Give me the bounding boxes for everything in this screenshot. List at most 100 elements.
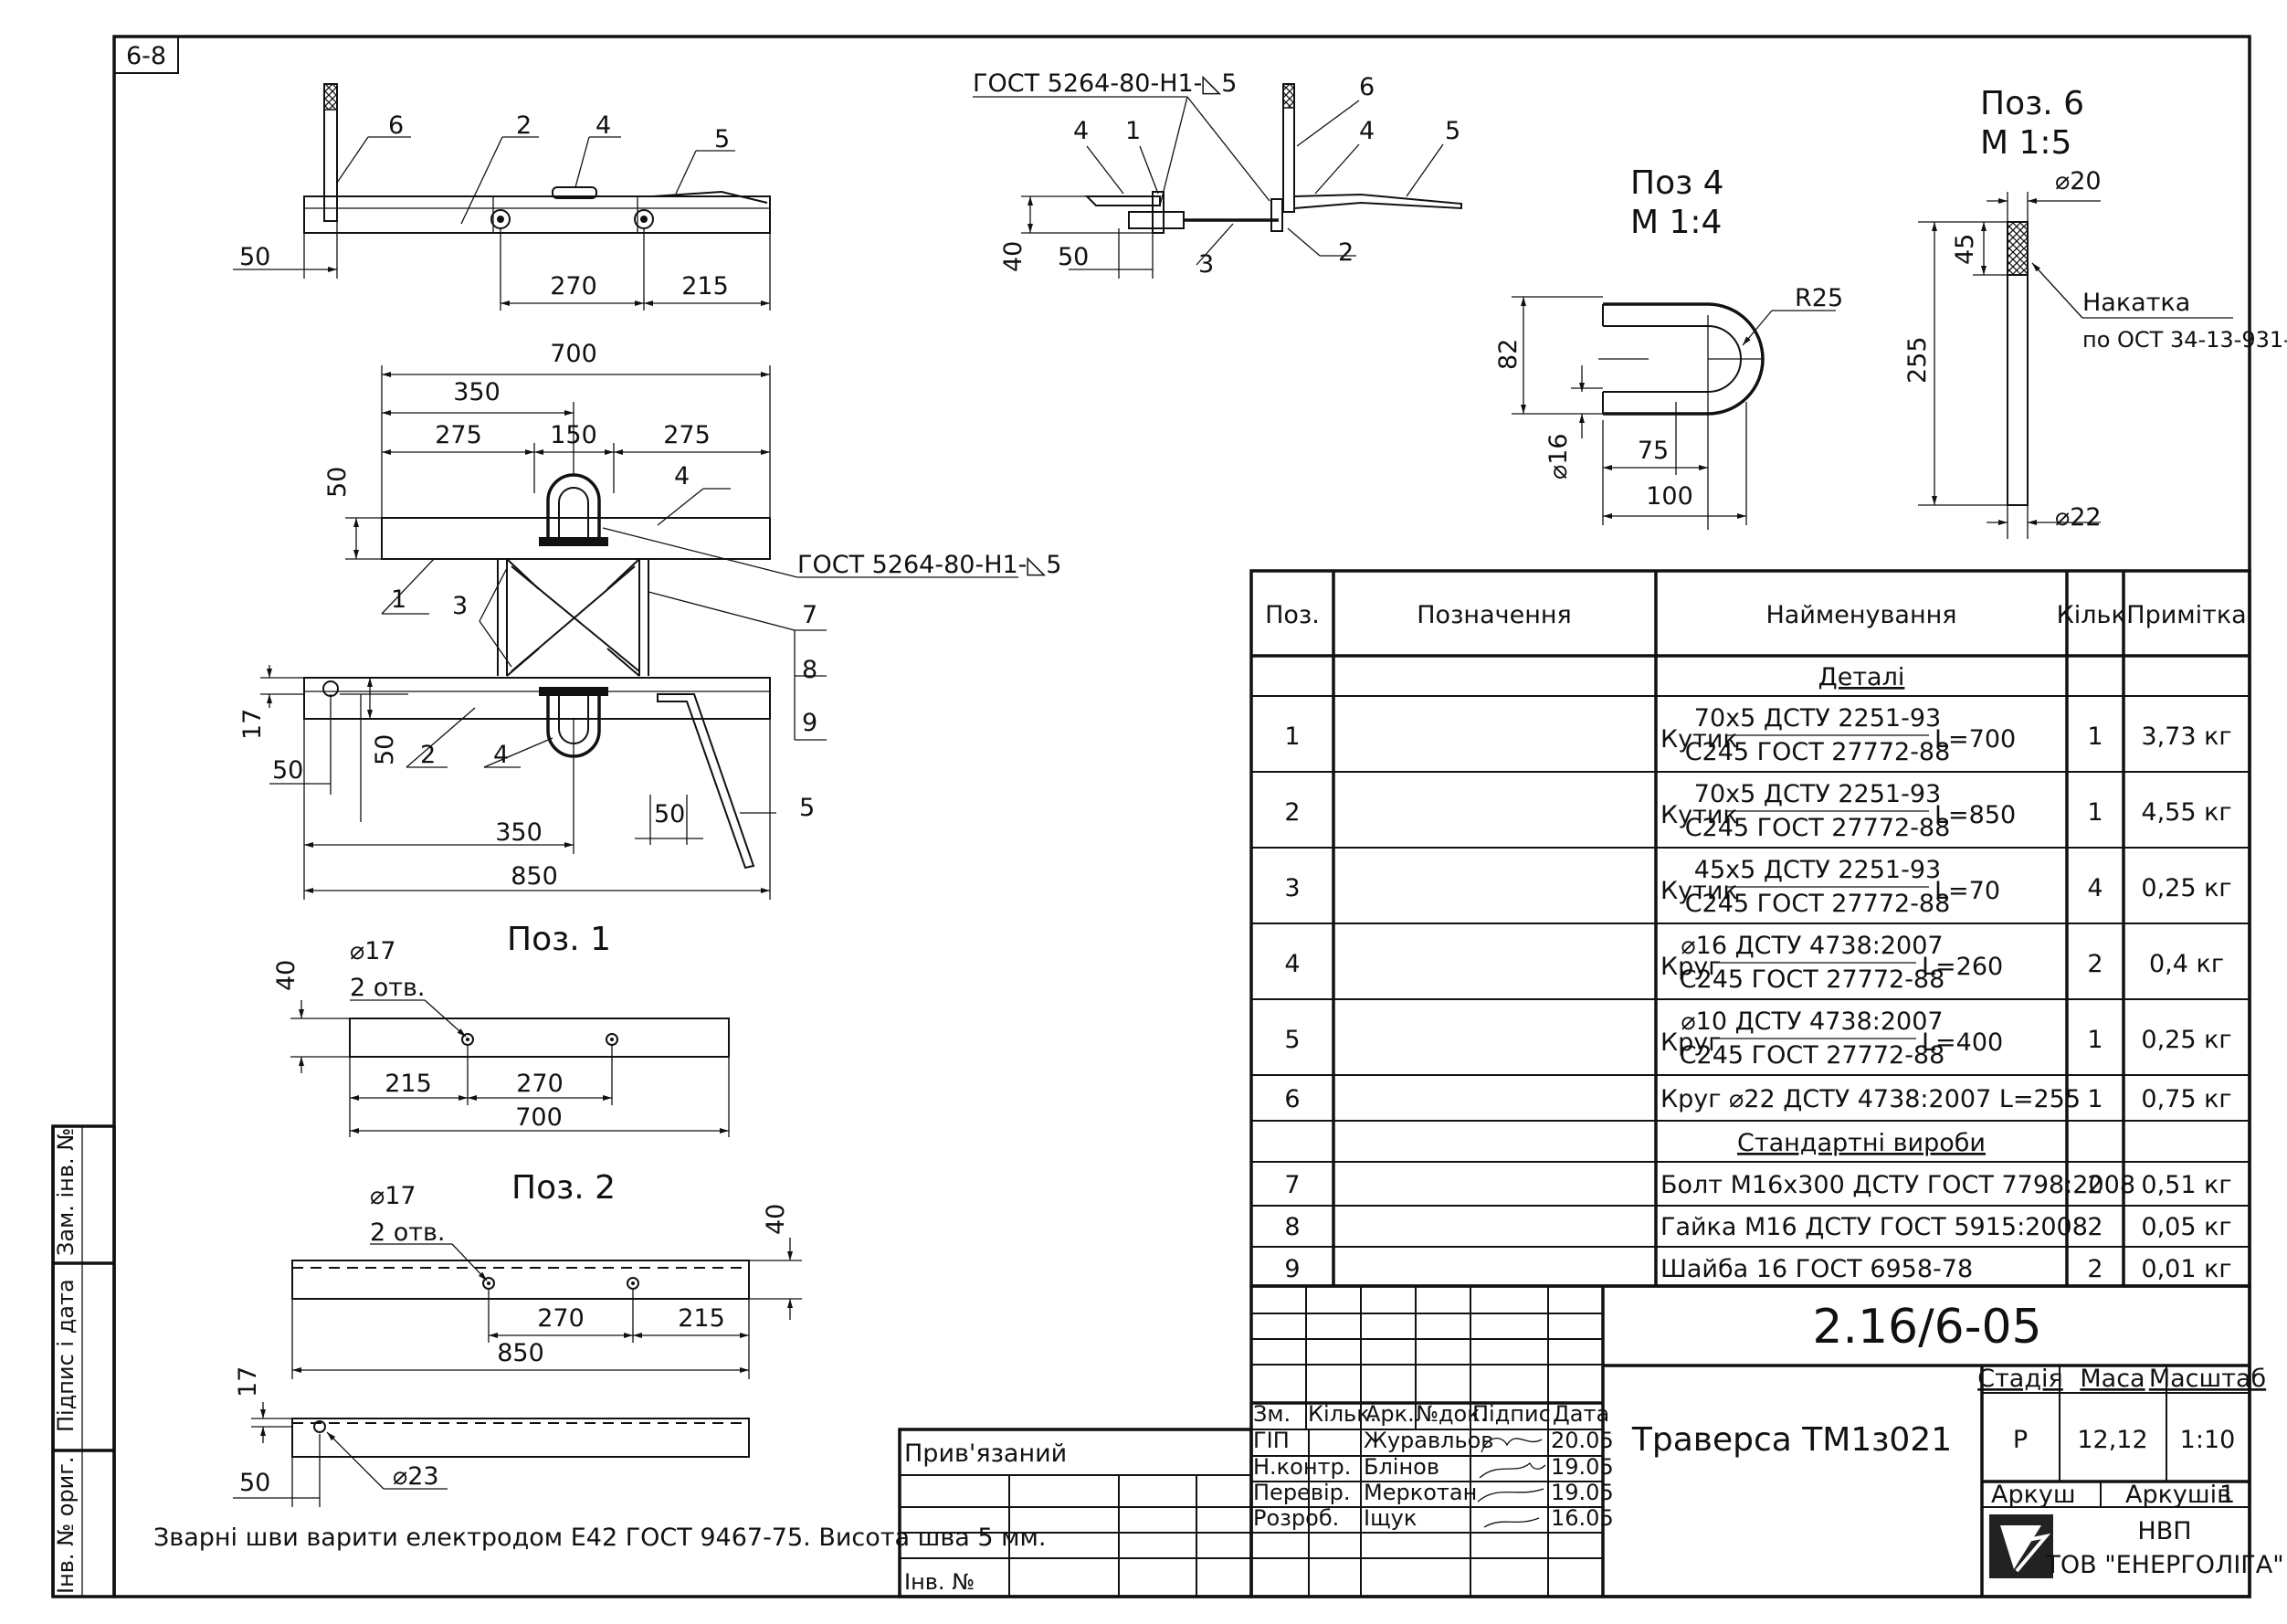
p1-dia: ⌀17	[350, 937, 396, 965]
svg-text:Перевір.: Перевір.	[1253, 1480, 1351, 1505]
svg-text:С245 ГОСТ 27772-88: С245 ГОСТ 27772-88	[1685, 890, 1951, 918]
svg-text:Іщук: Іщук	[1364, 1505, 1417, 1531]
svg-text:Кутик: Кутик	[1660, 725, 1738, 754]
sheet-code: 6-8	[126, 42, 166, 70]
sec-callout-6: 6	[1359, 73, 1375, 101]
dim-a-270: 270	[550, 272, 597, 301]
plan-callout-4b: 4	[493, 741, 509, 769]
spec-header-note: Примітка	[2126, 601, 2246, 629]
title-poz6-b: М 1:5	[1980, 124, 2071, 162]
sec-callout-2: 2	[1338, 238, 1354, 267]
title-poz1: Поз. 1	[507, 921, 611, 958]
svg-text:ГІП: ГІП	[1253, 1428, 1290, 1453]
plan-callout-4: 4	[674, 462, 690, 490]
svg-text:⌀16 ДСТУ 4738:2007: ⌀16 ДСТУ 4738:2007	[1681, 932, 1943, 960]
plan-callout-1: 1	[391, 585, 406, 614]
svg-text:3,73 кг: 3,73 кг	[2141, 722, 2231, 751]
svg-text:3: 3	[1284, 874, 1300, 902]
title-block: Зм. Кільк. Арк. №док. Підпис Дата ГІП Жу…	[1249, 1284, 2284, 1598]
detail-poz4: Поз 4 М 1:4 R25 82 ⌀16 75 100	[1494, 164, 1843, 530]
svg-text:4: 4	[2087, 874, 2103, 902]
svg-text:L=850: L=850	[1934, 801, 2016, 829]
p1-holes: 2 отв.	[350, 974, 426, 1002]
p2-850: 850	[497, 1339, 544, 1367]
dim-sec-40: 40	[999, 241, 1028, 272]
mass-value: 12,12	[2077, 1426, 2147, 1454]
p4-r25: R25	[1795, 284, 1843, 312]
dim-a-50: 50	[239, 243, 270, 271]
svg-text:Болт М16х300 ДСТУ ГОСТ 7798:20: Болт М16х300 ДСТУ ГОСТ 7798:2008	[1660, 1171, 2135, 1199]
doc-code: 2.16/6-05	[1812, 1300, 2041, 1355]
p2-17: 17	[234, 1366, 262, 1397]
detail-poz1: Поз. 1 ⌀17 2 отв. 40 215 270 700	[272, 921, 730, 1137]
svg-text:Меркотан: Меркотан	[1364, 1480, 1477, 1505]
weld-note-mid: ГОСТ 5264-80-Н1-◺5	[797, 551, 1061, 579]
svg-text:L=70: L=70	[1934, 877, 2000, 905]
knurl-standard: по ОСТ 34-13-931-86	[2082, 327, 2287, 353]
svg-text:2: 2	[2087, 1255, 2103, 1283]
tb-hdr-doc: №док.	[1416, 1401, 1487, 1427]
p2-d23: ⌀23	[393, 1462, 439, 1491]
svg-text:Кутик: Кутик	[1660, 877, 1738, 905]
p2-270: 270	[537, 1304, 585, 1333]
svg-text:2: 2	[2087, 1213, 2103, 1241]
linked-label: Прив'язаний	[904, 1439, 1067, 1468]
svg-text:С245 ГОСТ 27772-88: С245 ГОСТ 27772-88	[1680, 965, 1945, 994]
weld-note-top: ГОСТ 5264-80-Н1-◺5	[973, 69, 1237, 98]
detail-poz2: Поз. 2 ⌀17 2 отв. 40 270 215 850 17	[233, 1169, 802, 1507]
p2-dia: ⌀17	[370, 1182, 416, 1210]
sec-callout-4b: 4	[1359, 117, 1375, 145]
p6-255: 255	[1903, 336, 1932, 384]
p1-270: 270	[516, 1070, 564, 1098]
dim-350: 350	[453, 378, 501, 406]
svg-text:2: 2	[2087, 950, 2103, 978]
dim-275b: 275	[663, 421, 711, 449]
p4-82: 82	[1494, 339, 1523, 370]
svg-text:Кутик: Кутик	[1660, 801, 1738, 829]
tb-hdr-zm: Зм.	[1253, 1401, 1291, 1427]
side-stamp: Інв. № ориг. Підпис і дата Зам. інв. №	[51, 1124, 116, 1598]
plan-callout-9: 9	[802, 709, 817, 737]
svg-text:20.05: 20.05	[1551, 1428, 1614, 1453]
tb-hdr-date: Дата	[1553, 1401, 1609, 1427]
svg-text:8: 8	[1284, 1213, 1300, 1241]
spec-header-pos: Поз.	[1265, 601, 1320, 629]
svg-text:Шайба 16 ГОСТ 6958-78: Шайба 16 ГОСТ 6958-78	[1660, 1255, 1973, 1283]
stamp-sign-date: Підпис і дата	[53, 1279, 79, 1432]
title-poz4-a: Поз 4	[1630, 164, 1724, 202]
svg-text:5: 5	[1284, 1026, 1300, 1054]
svg-text:7: 7	[1284, 1171, 1300, 1199]
sheet-label: Аркуш	[1991, 1481, 2076, 1509]
spec-row: 6 Круг ⌀22 ДСТУ 4738:2007 L=255 1 0,75 к…	[1284, 1085, 2231, 1113]
p6-d20: ⌀20	[2055, 167, 2102, 195]
spec-row: 1 Кутик 70х5 ДСТУ 2251-93 С245 ГОСТ 2777…	[1284, 704, 2231, 766]
spec-section-parts: Деталі	[1818, 663, 1905, 691]
svg-text:Блінов: Блінов	[1364, 1454, 1439, 1480]
view-plan: 700 350 275 150 275 50	[238, 340, 1061, 900]
svg-text:Журавльов: Журавльов	[1364, 1428, 1493, 1453]
tb-hdr-qty: Кільк.	[1308, 1401, 1376, 1427]
tb-hdr-sheet: Арк.	[1365, 1401, 1415, 1427]
tb-hdr-sign: Підпис	[1472, 1401, 1551, 1427]
svg-text:L=400: L=400	[1922, 1028, 2003, 1057]
dim-150: 150	[550, 421, 597, 449]
svg-text:19.05: 19.05	[1551, 1480, 1614, 1505]
callout-5: 5	[714, 125, 730, 153]
stamp-inv-orig: Інв. № ориг.	[53, 1456, 79, 1594]
svg-text:0,4 кг: 0,4 кг	[2149, 950, 2224, 978]
svg-text:70х5 ДСТУ 2251-93: 70х5 ДСТУ 2251-93	[1694, 704, 1941, 733]
stamp-repl-inv: Зам. інв. №	[53, 1128, 79, 1256]
org-name-a: НВП	[2137, 1517, 2191, 1545]
svg-text:4,55 кг: 4,55 кг	[2141, 798, 2231, 827]
title-poz2: Поз. 2	[511, 1169, 616, 1207]
mass-label: Маса	[2080, 1365, 2145, 1393]
svg-text:0,25 кг: 0,25 кг	[2141, 1026, 2231, 1054]
spec-header-code: Позначення	[1417, 601, 1572, 629]
svg-text:L=260: L=260	[1922, 953, 2003, 981]
linked-block: Прив'язаний Інв. №	[898, 1428, 1253, 1598]
spec-row: 8 Гайка М16 ДСТУ ГОСТ 5915:2008 2 0,05 к…	[1284, 1213, 2231, 1241]
plan-callout-3: 3	[452, 592, 468, 620]
product-name: Траверса ТМ1з021	[1631, 1421, 1952, 1459]
callout-4: 4	[595, 111, 611, 140]
tb-person: Перевір. Меркотан 19.05	[1253, 1480, 1614, 1505]
